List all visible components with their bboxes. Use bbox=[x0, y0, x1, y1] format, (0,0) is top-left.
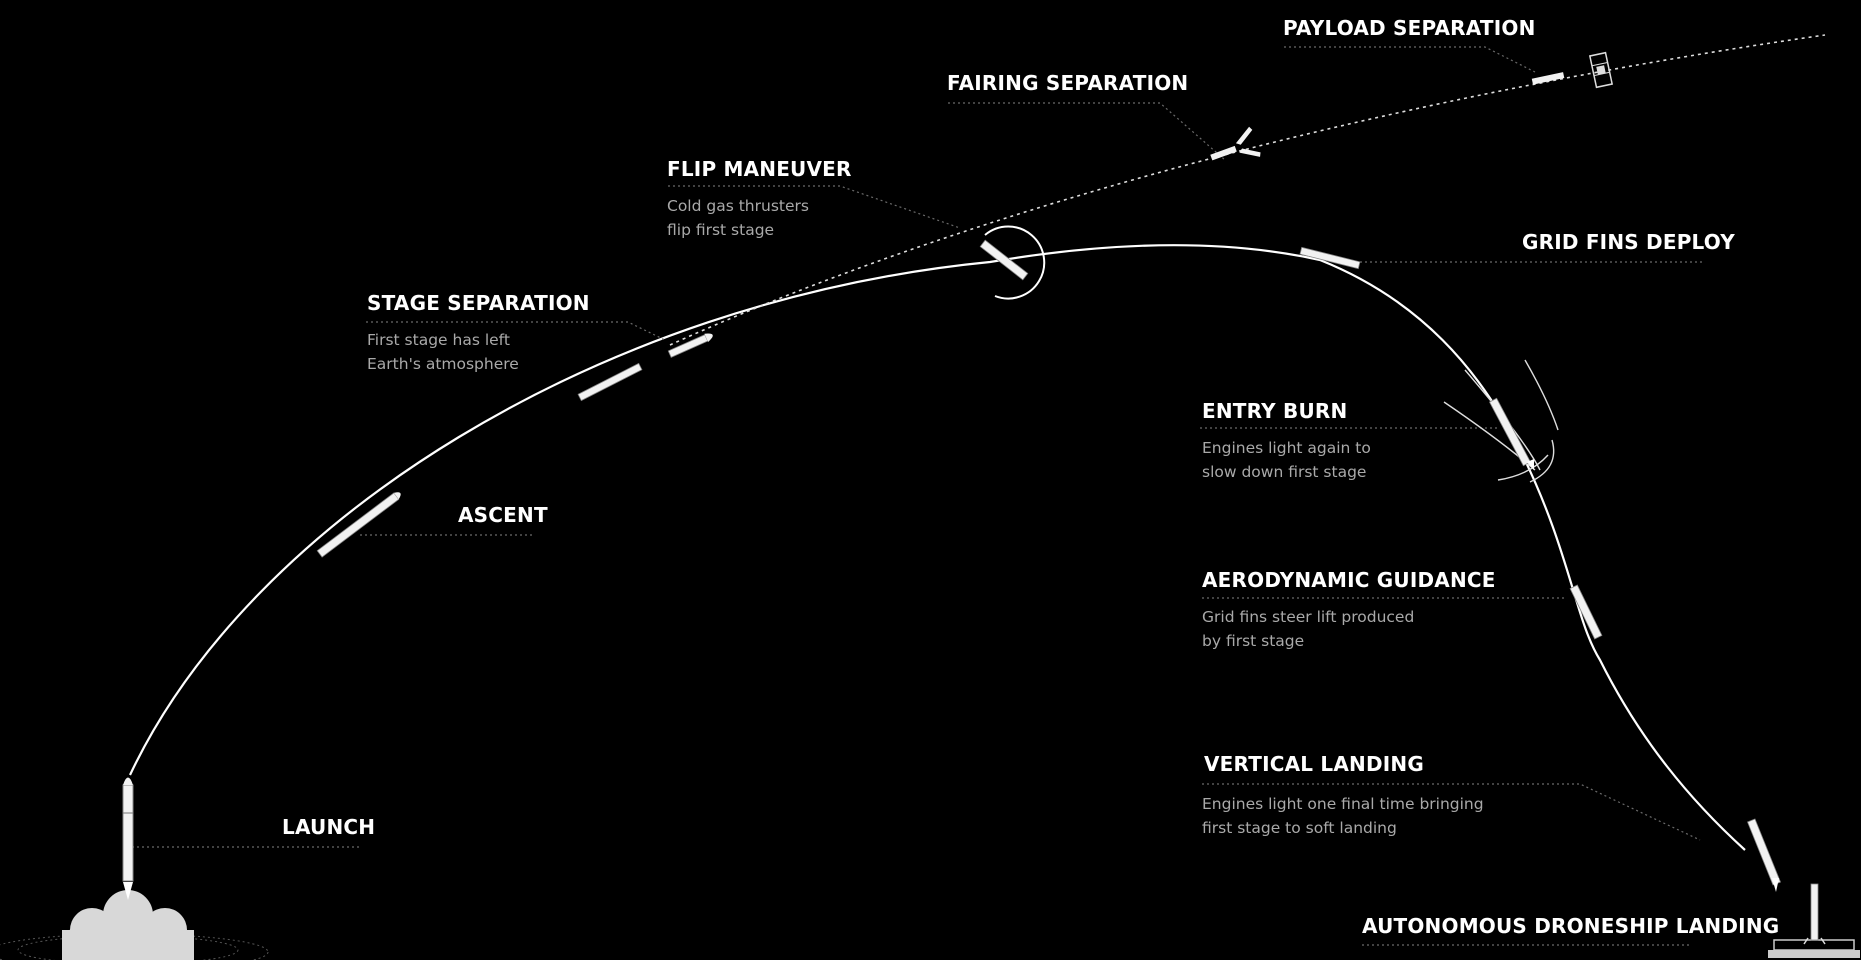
stage-title-entry-burn: ENTRY BURN bbox=[1202, 399, 1348, 423]
stage-title-grid-fins-deploy: GRID FINS DEPLOY bbox=[1522, 230, 1735, 254]
description-line: First stage has left bbox=[367, 331, 510, 349]
stage-title-aerodynamic-guidance: AERODYNAMIC GUIDANCE bbox=[1202, 568, 1496, 592]
rocket-icon bbox=[577, 362, 643, 402]
stage-title-launch: LAUNCH bbox=[282, 815, 376, 839]
second-stage-trajectory bbox=[669, 34, 1826, 346]
description-line: Earth's atmosphere bbox=[367, 355, 519, 373]
description-line: Grid fins steer lift produced bbox=[1202, 608, 1415, 626]
stage-description-aerodynamic-guidance: Grid fins steer lift produced by first s… bbox=[1202, 605, 1414, 653]
stage-description-vertical-landing: Engines light one final time bringing fi… bbox=[1202, 792, 1484, 840]
fairing-halves-icon bbox=[1210, 126, 1261, 161]
description-line: by first stage bbox=[1202, 632, 1305, 650]
rocket-icon bbox=[1803, 883, 1826, 945]
rocket-icon bbox=[316, 492, 401, 558]
stage-title-stage-separation: STAGE SEPARATION bbox=[367, 291, 590, 315]
rocket-icon bbox=[1299, 246, 1361, 270]
rocket-icon bbox=[122, 777, 134, 882]
description-line: Engines light again to bbox=[1202, 439, 1371, 457]
stage-title-payload-separation: PAYLOAD SEPARATION bbox=[1283, 16, 1536, 40]
launch-smoke-icon bbox=[62, 890, 194, 960]
stage-title-autonomous-droneship-landing: AUTONOMOUS DRONESHIP LANDING bbox=[1362, 914, 1780, 938]
rocket-icon bbox=[979, 239, 1029, 281]
rocket-icon bbox=[667, 333, 713, 358]
description-line: flip first stage bbox=[667, 221, 775, 239]
leader-lines bbox=[132, 46, 1705, 946]
stage-title-fairing-separation: FAIRING SEPARATION bbox=[947, 71, 1189, 95]
entry-flame-icon bbox=[1527, 459, 1534, 470]
stage-description-entry-burn: Engines light again to slow down first s… bbox=[1202, 436, 1371, 484]
satellite-icon bbox=[1588, 51, 1614, 89]
stage-description-stage-separation: First stage has left Earth's atmosphere bbox=[367, 328, 519, 376]
description-line: slow down first stage bbox=[1202, 463, 1367, 481]
description-line: first stage to soft landing bbox=[1202, 819, 1397, 837]
stage-title-flip-maneuver: FLIP MANEUVER bbox=[667, 157, 852, 181]
flip-arc-icon bbox=[984, 225, 1046, 300]
rocket-icon bbox=[1569, 584, 1603, 640]
launch-flame-icon bbox=[123, 882, 133, 900]
landing-flame-icon bbox=[1772, 878, 1779, 892]
droneship-icon bbox=[1768, 939, 1860, 958]
rocket-icon bbox=[1489, 397, 1531, 467]
stage-description-flip-maneuver: Cold gas thrusters flip first stage bbox=[667, 194, 809, 242]
first-stage-trajectory bbox=[129, 244, 1746, 851]
description-line: Cold gas thrusters bbox=[667, 197, 809, 215]
stage-title-ascent: ASCENT bbox=[458, 503, 548, 527]
stage-title-vertical-landing: VERTICAL LANDING bbox=[1204, 752, 1424, 776]
rocket-icon bbox=[1531, 72, 1565, 85]
rocket-icon bbox=[1747, 818, 1781, 886]
description-line: Engines light one final time bringing bbox=[1202, 795, 1484, 813]
